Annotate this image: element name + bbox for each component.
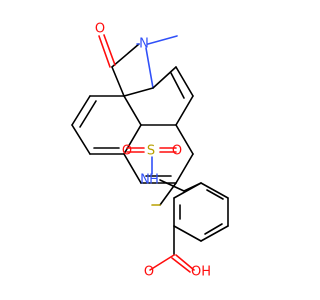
naphthalene-core xyxy=(71,34,194,206)
sulfonyl-oxygen-right-label: O xyxy=(172,144,182,159)
sulfonamide-group xyxy=(126,147,177,206)
ring-nitrogen-label: N xyxy=(139,37,149,52)
sulfonamide-nitrogen-label: N xyxy=(140,173,150,188)
sulfonamide-hydrogen-label: H xyxy=(149,173,159,188)
carboxyl-hydroxyl-label: OH xyxy=(191,265,211,280)
carboxyl-carbonyl-oxygen-label: O xyxy=(144,265,154,280)
sulfonyl-oxygen-left-label: O xyxy=(122,144,132,159)
benzoic-acid-ring xyxy=(149,179,229,273)
molecule-structure: O N S O O N H O OH xyxy=(71,22,229,280)
sulfur-label: S xyxy=(147,144,155,159)
ring-carbonyl-oxygen-label: O xyxy=(95,22,105,37)
